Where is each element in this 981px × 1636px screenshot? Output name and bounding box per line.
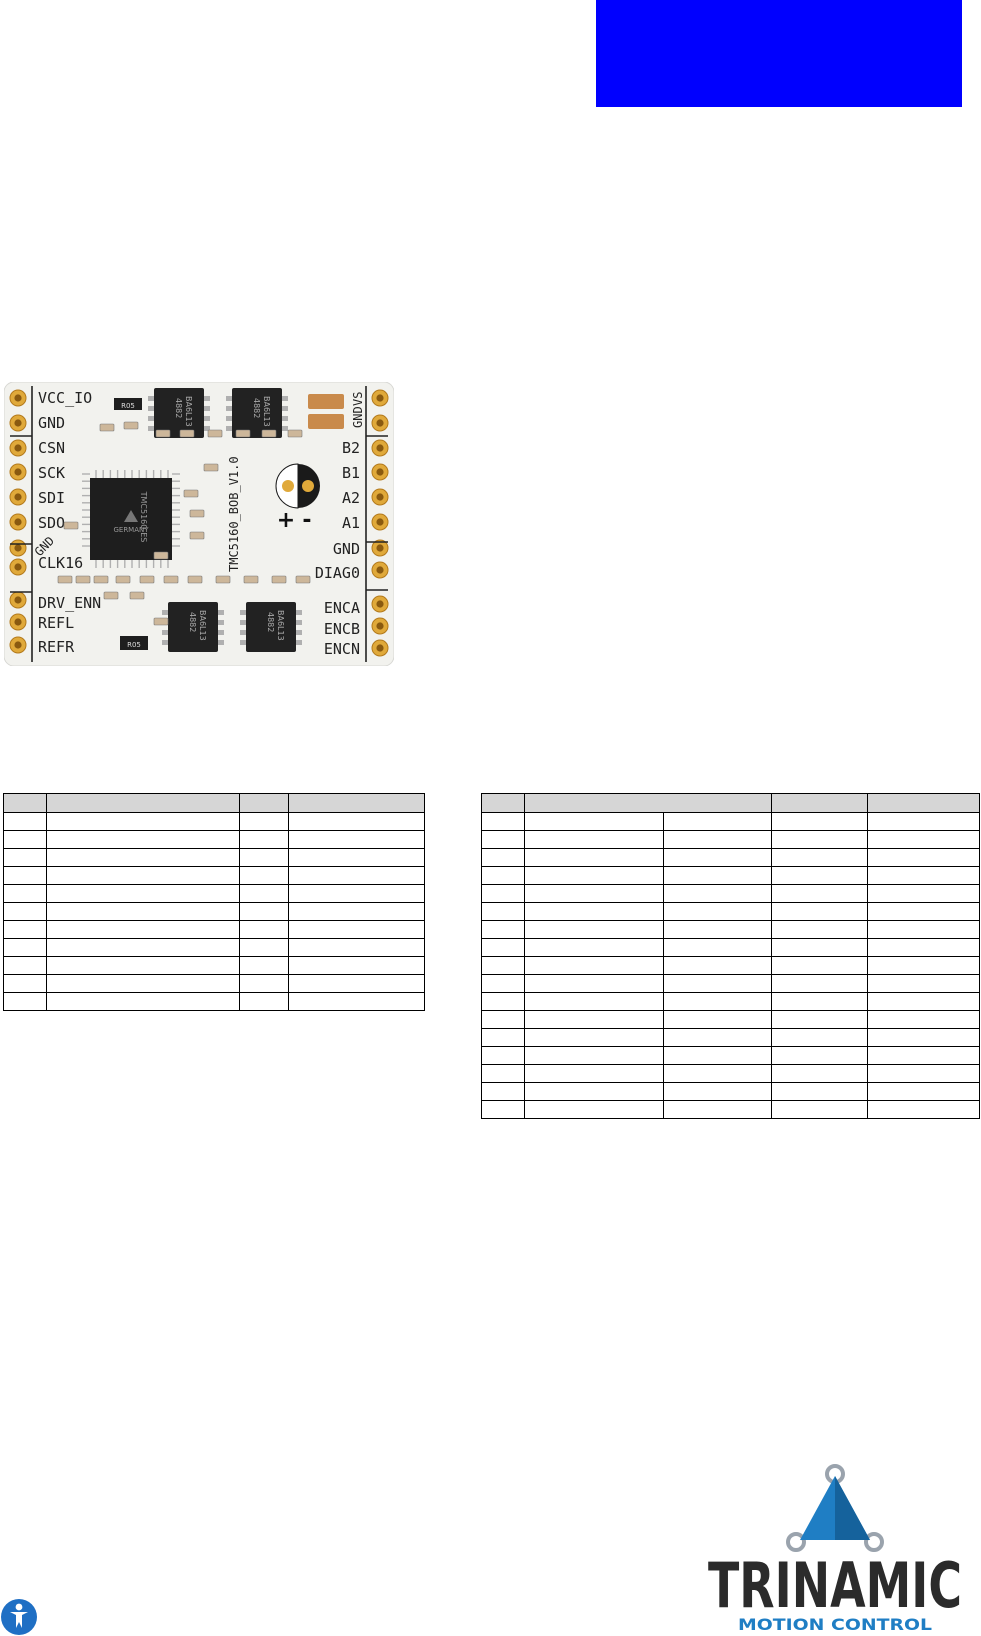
pin-label: CLK16 — [38, 554, 83, 572]
table-row — [3, 956, 425, 975]
pin-label: GND — [351, 406, 365, 428]
svg-text:TMC5160-ES: TMC5160-ES — [139, 491, 148, 543]
pin-label: VS — [351, 392, 365, 406]
table-header-row — [3, 793, 425, 813]
svg-text:4882: 4882 — [174, 398, 183, 418]
svg-text:4882: 4882 — [252, 398, 261, 418]
pin-table-left — [3, 793, 425, 1011]
svg-text:BA6L13: BA6L13 — [262, 396, 271, 427]
table-row — [3, 902, 425, 921]
pin-label: ENCN — [324, 640, 360, 658]
svg-text:4882: 4882 — [188, 612, 197, 632]
blue-banner — [596, 0, 962, 107]
logo-triangle-icon — [786, 1464, 884, 1552]
svg-text:BA6L13: BA6L13 — [276, 610, 285, 641]
svg-text:-: - — [302, 508, 311, 533]
table-row — [481, 902, 980, 921]
table-row — [481, 1028, 980, 1047]
table-row — [481, 884, 980, 903]
main-chip: TMC5160-ES GERMANY — [82, 470, 180, 568]
svg-text:R05: R05 — [121, 402, 135, 410]
pin-label: B1 — [342, 464, 360, 482]
table-row — [3, 866, 425, 885]
table-row — [481, 866, 980, 885]
table-row — [3, 938, 425, 957]
pin-label: REFL — [38, 614, 74, 632]
table-row — [3, 830, 425, 849]
pin-label: ENCB — [324, 620, 360, 638]
trinamic-logo: TRINAMIC MOTION CONTROL — [708, 1464, 962, 1634]
svg-text:GERMANY: GERMANY — [113, 526, 149, 534]
table-row — [481, 1010, 980, 1029]
pin-label: GND — [333, 540, 360, 558]
pin-label: ENCA — [324, 599, 360, 617]
pin-label: SDI — [38, 489, 65, 507]
table-row — [481, 992, 980, 1011]
table-row — [3, 992, 425, 1011]
table-row — [481, 1046, 980, 1065]
pin-label: DIAG0 — [315, 564, 360, 582]
pin-table-right — [481, 793, 980, 1119]
table-row — [481, 1064, 980, 1083]
pin-label: SCK — [38, 464, 65, 482]
table-row — [481, 830, 980, 849]
pin-label: A2 — [342, 489, 360, 507]
logo-wordmark: TRINAMIC — [708, 1549, 962, 1622]
table-row — [481, 848, 980, 867]
svg-text:BA6L13: BA6L13 — [184, 396, 193, 427]
table-row — [3, 920, 425, 939]
table-row — [481, 1100, 980, 1119]
polarity-marker: + - — [275, 463, 320, 533]
accessibility-icon[interactable] — [0, 1598, 38, 1636]
logo-tagline: MOTION CONTROL — [738, 1615, 932, 1634]
pin-label: DRV_ENN — [38, 594, 101, 612]
svg-text:+: + — [277, 508, 295, 533]
svg-text:BA6L13: BA6L13 — [198, 610, 207, 641]
table-row — [481, 920, 980, 939]
pin-label: REFR — [38, 638, 75, 656]
table-header-row — [481, 793, 980, 813]
table-row — [481, 812, 980, 831]
pin-label: VCC_IO — [38, 389, 92, 407]
svg-text:R05: R05 — [127, 641, 141, 649]
table-row — [481, 956, 980, 975]
pin-label: CSN — [38, 439, 65, 457]
table-row — [481, 938, 980, 957]
table-row — [3, 812, 425, 831]
table-row — [3, 974, 425, 993]
pin-label: SDO — [38, 514, 65, 532]
svg-text:4882: 4882 — [266, 612, 275, 632]
svg-text:TMC5160_BOB_V1.0: TMC5160_BOB_V1.0 — [227, 456, 241, 572]
table-row — [3, 884, 425, 903]
pin-label: A1 — [342, 514, 360, 532]
pin-label: B2 — [342, 439, 360, 457]
pin-label: GND — [38, 414, 65, 432]
table-row — [481, 974, 980, 993]
table-row — [3, 848, 425, 867]
table-row — [481, 1082, 980, 1101]
